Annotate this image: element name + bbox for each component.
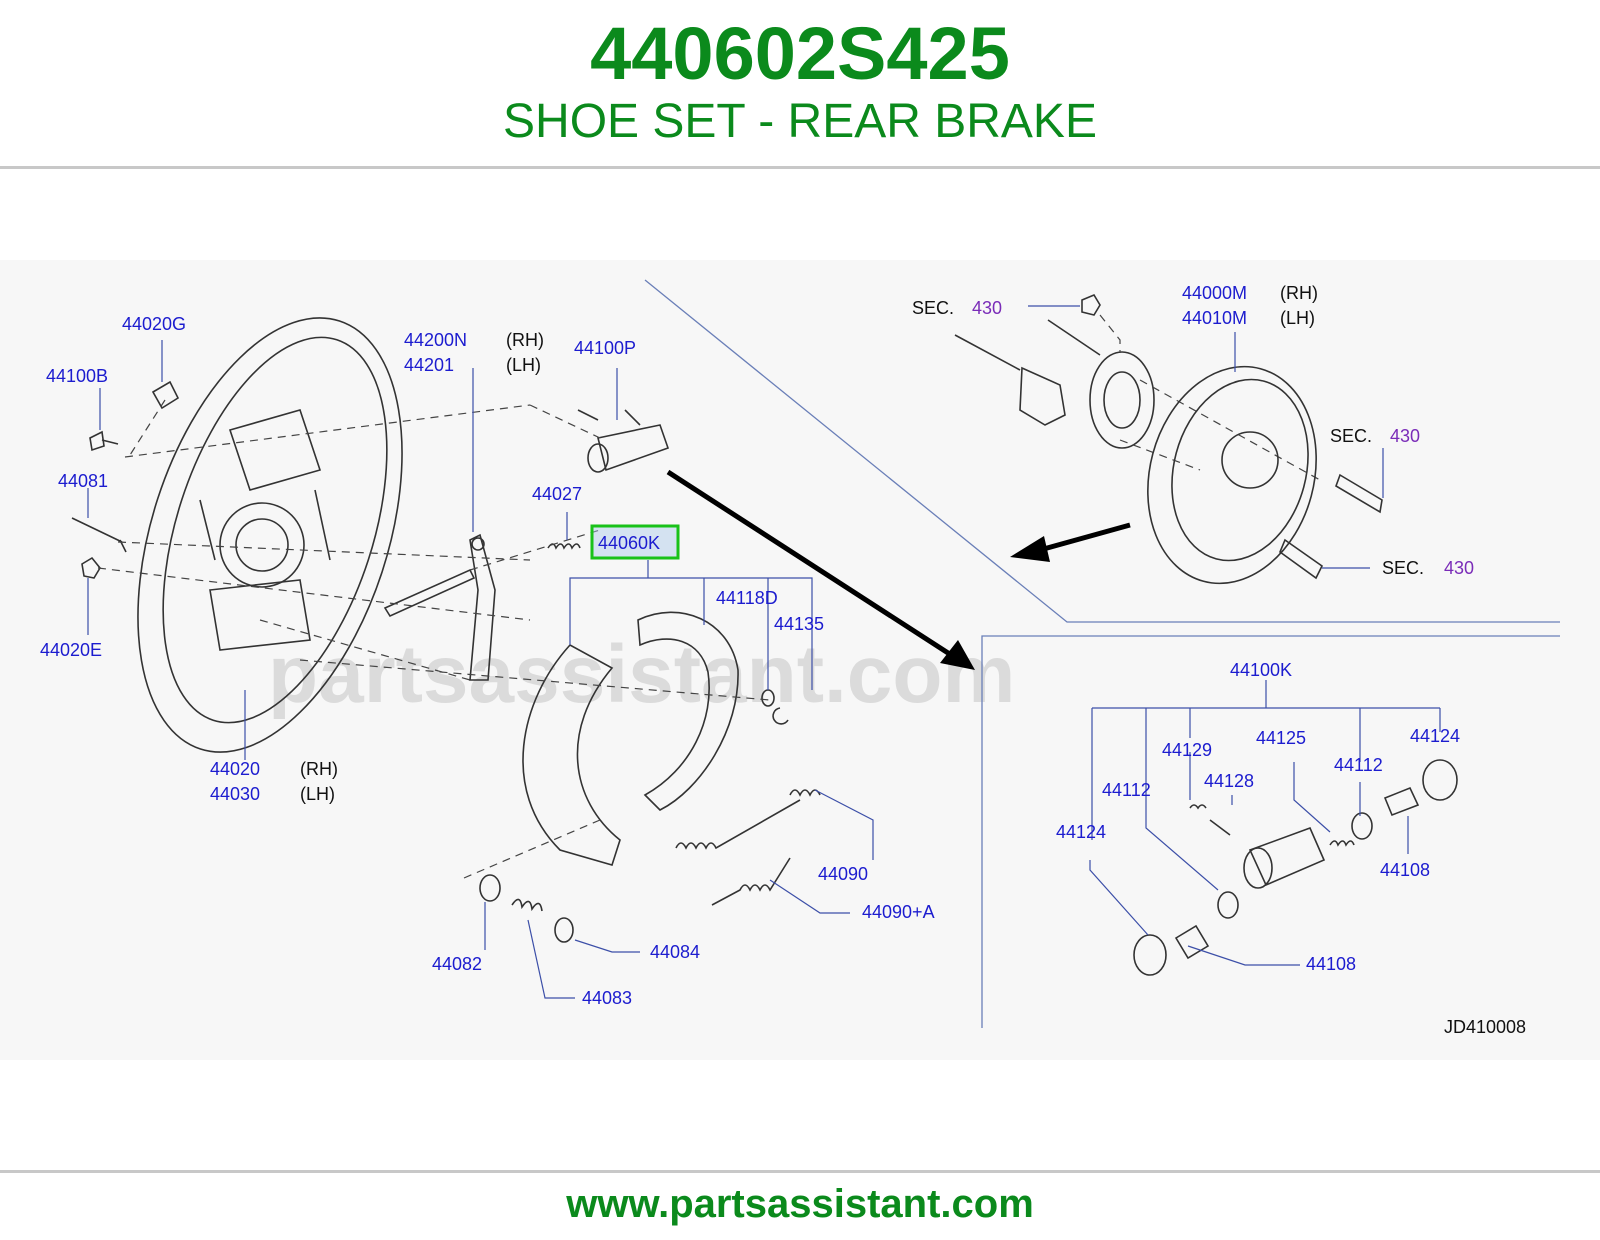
- sec-label-1: SEC.: [912, 298, 954, 318]
- label-44090A[interactable]: 44090+A: [862, 902, 935, 922]
- leader-lines-right-top: [1028, 305, 1384, 569]
- label-44100P[interactable]: 44100P: [574, 338, 636, 358]
- label-44030[interactable]: 44030: [210, 784, 260, 804]
- label-44125[interactable]: 44125: [1256, 728, 1306, 748]
- return-springs-drawing: [675, 789, 821, 906]
- part-description: SHOE SET - REAR BRAKE: [503, 95, 1097, 148]
- label-44118D[interactable]: 44118D: [716, 588, 778, 608]
- label-44108-right[interactable]: 44108: [1380, 860, 1430, 880]
- assembly-lines-left: [97, 399, 771, 879]
- adjuster-lever-drawing: [383, 533, 496, 681]
- highlighted-part-box[interactable]: [590, 524, 680, 560]
- wheel-cylinder-exploded-drawing: [1133, 759, 1458, 976]
- hardware-left-drawing: [71, 380, 180, 579]
- label-44084[interactable]: 44084: [650, 942, 700, 962]
- label-44100B[interactable]: 44100B: [46, 366, 108, 386]
- label-44201-lh: (LH): [506, 355, 541, 375]
- label-44010M-lh: (LH): [1280, 308, 1315, 328]
- footer-website-link[interactable]: www.partsassistant.com: [566, 1182, 1034, 1226]
- label-44124-right[interactable]: 44124: [1410, 726, 1460, 746]
- header-divider: [0, 166, 1600, 169]
- label-44020G[interactable]: 44020G: [122, 314, 186, 334]
- label-44135[interactable]: 44135: [774, 614, 824, 634]
- hold-down-parts-drawing: [479, 689, 789, 943]
- label-44030-lh: (LH): [300, 784, 335, 804]
- label-44100K[interactable]: 44100K: [1230, 660, 1292, 680]
- label-44010M[interactable]: 44010M: [1182, 308, 1247, 328]
- label-44083[interactable]: 44083: [582, 988, 632, 1008]
- label-44090[interactable]: 44090: [818, 864, 868, 884]
- label-44082[interactable]: 44082: [432, 954, 482, 974]
- footer-divider: [0, 1170, 1600, 1173]
- sec-value-2[interactable]: 430: [1390, 426, 1420, 446]
- label-44201[interactable]: 44201: [404, 355, 454, 375]
- label-44129[interactable]: 44129: [1162, 740, 1212, 760]
- label-44112-left[interactable]: 44112: [1102, 780, 1151, 800]
- parts-diagram: partsassistant.com: [0, 260, 1600, 1060]
- sec-value-1[interactable]: 430: [972, 298, 1002, 318]
- direction-arrows: [666, 469, 1131, 670]
- label-44081[interactable]: 44081: [58, 471, 108, 491]
- label-44200N[interactable]: 44200N: [404, 330, 467, 350]
- label-44108-bottom[interactable]: 44108: [1306, 954, 1356, 974]
- label-44020E[interactable]: 44020E: [40, 640, 102, 660]
- label-44060K[interactable]: 44060K: [598, 533, 660, 553]
- leader-lines-left: [87, 340, 874, 999]
- label-44020[interactable]: 44020: [210, 759, 260, 779]
- diagram-code: JD410008: [1444, 1017, 1526, 1037]
- watermark-text: partsassistant.com: [268, 629, 1015, 720]
- label-44128[interactable]: 44128: [1204, 771, 1254, 791]
- label-44200N-rh: (RH): [506, 330, 544, 350]
- sec-label-3: SEC.: [1382, 558, 1424, 578]
- leader-lines-right-bottom: [1089, 680, 1441, 966]
- section-divider-lower: [981, 635, 1560, 1028]
- label-44000M[interactable]: 44000M: [1182, 283, 1247, 303]
- hub-assembly-drawing: [954, 293, 1383, 585]
- sec-value-3[interactable]: 430: [1444, 558, 1474, 578]
- section-divider-upper: [644, 279, 1560, 623]
- brake-shoes-drawing: [522, 611, 739, 866]
- backing-plate-drawing: [137, 317, 403, 753]
- page-header: 440602S425 SHOE SET - REAR BRAKE: [0, 0, 1600, 168]
- diagram-canvas: partsassistant.com: [40, 279, 1560, 1037]
- label-44124-left[interactable]: 44124: [1056, 822, 1106, 842]
- label-44112-right[interactable]: 44112: [1334, 755, 1383, 775]
- part-number-title: 440602S425: [590, 12, 1010, 95]
- label-44020-rh: (RH): [300, 759, 338, 779]
- sec-label-2: SEC.: [1330, 426, 1372, 446]
- label-44027[interactable]: 44027: [532, 484, 582, 504]
- label-44000M-rh: (RH): [1280, 283, 1318, 303]
- wheel-cylinder-top-drawing: [577, 409, 670, 473]
